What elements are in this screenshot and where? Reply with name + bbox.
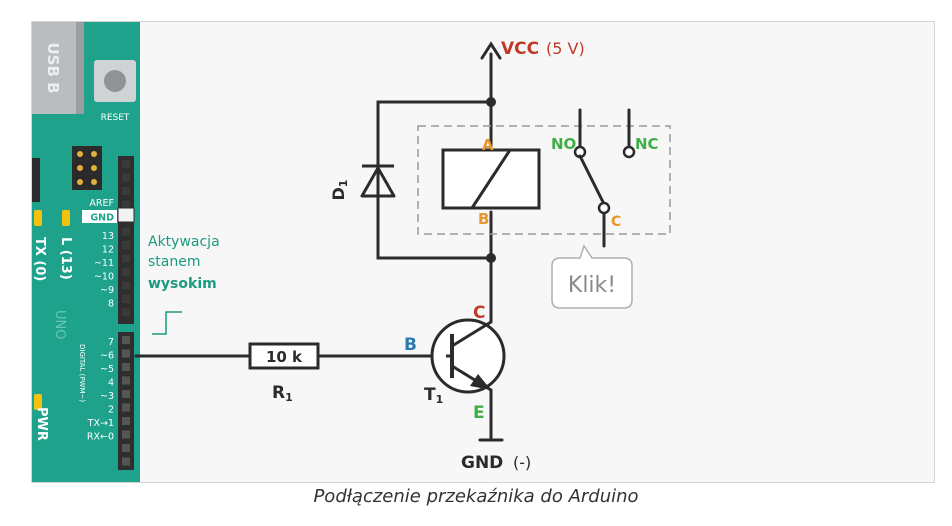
collector-label: C	[473, 303, 485, 323]
pin-label: ~9	[100, 285, 114, 296]
pin-label: 7	[108, 337, 114, 348]
relay-outline	[417, 125, 671, 235]
pin-label: 8	[108, 299, 114, 310]
board-edge-component	[32, 158, 40, 202]
gnd-pin-highlight	[117, 207, 135, 223]
header-pin	[122, 417, 130, 425]
resistor-label: R1	[272, 383, 293, 404]
vcc-arrow-icon	[480, 41, 502, 60]
diode-label: D1	[329, 180, 350, 201]
junction-bottom	[486, 253, 496, 263]
led-l	[62, 210, 70, 226]
annotation-line2: stanem	[148, 254, 201, 270]
pin-label: 2	[108, 405, 114, 416]
pin-label: TX→1	[87, 418, 114, 429]
led-tx	[34, 210, 42, 226]
nc-contact-icon	[622, 145, 636, 159]
pin-label: 4	[108, 378, 114, 389]
header-pin	[122, 376, 130, 385]
transistor-label: T1	[424, 385, 443, 406]
arduino-board: USB B RESET TX (0) L (13) UNO PWR DIGITA…	[32, 22, 140, 482]
gnd-circuit-label: GND	[461, 453, 503, 473]
resistor-value: 10 k	[266, 348, 303, 366]
pin-labels-lower: 7 ~6 ~5 4 ~3 2TX→1RX←0	[87, 337, 114, 443]
usb-connector	[32, 22, 82, 114]
gnd-label-box	[82, 210, 117, 223]
high-level-signal-icon	[152, 311, 182, 335]
usb-label: USB B	[44, 42, 62, 93]
header-pin	[122, 430, 130, 439]
diode-d1	[360, 164, 396, 198]
com-contact-icon	[597, 201, 611, 215]
tx-label: TX (0)	[32, 237, 47, 281]
pin-label: ~5	[100, 364, 114, 375]
header-pin	[122, 227, 130, 236]
wire-diode-loop	[376, 100, 493, 260]
header-pin	[122, 349, 130, 358]
header-pin	[122, 241, 130, 249]
uno-label: UNO	[52, 310, 67, 339]
header-pin	[122, 390, 130, 398]
pin-label: RX←0	[87, 432, 114, 443]
relay-coil-slash	[470, 149, 512, 209]
header-pin	[122, 403, 130, 412]
icsp-header	[72, 146, 102, 190]
annotation-line3: wysokim	[148, 276, 217, 292]
coil-a-label: A	[482, 136, 494, 154]
gnd-sign-label: (-)	[513, 453, 531, 472]
emitter-label: E	[473, 403, 485, 423]
reset-button-cap	[104, 70, 126, 92]
header-pin	[122, 336, 130, 344]
annotation-line1: Aktywacja	[148, 234, 220, 250]
header-lower-pins	[122, 336, 130, 466]
klik-text: Klik!	[568, 273, 616, 298]
figure-caption: Podłączenie przekaźnika do Arduino	[313, 486, 639, 507]
digital-label: DIGITAL (PWM~)	[78, 344, 86, 402]
reset-label: RESET	[101, 113, 130, 123]
base-label: B	[404, 335, 417, 355]
pin-label: 13	[102, 231, 114, 242]
header-pin	[122, 200, 130, 209]
pin-labels-upper: 13 12 ~11 ~10 ~9 8	[94, 231, 114, 310]
header-pin	[122, 281, 130, 290]
header-pin	[122, 187, 130, 195]
header-pin	[122, 160, 130, 168]
coil-b-label: B	[478, 210, 489, 228]
header-pin	[122, 254, 130, 263]
switch-arm	[578, 154, 606, 206]
header-pin	[122, 268, 130, 276]
diagram-frame: USB B RESET TX (0) L (13) UNO PWR DIGITA…	[31, 21, 935, 483]
pin-label: ~3	[100, 391, 114, 402]
resistor-r1	[248, 342, 320, 370]
klik-bubble	[551, 244, 633, 309]
nc-label: NC	[635, 135, 659, 153]
led-pwr	[34, 394, 42, 410]
pin-label: ~11	[94, 258, 114, 269]
vcc-label: VCC	[501, 39, 539, 59]
usb-connector-edge	[76, 22, 84, 114]
header-pin	[122, 363, 130, 371]
header-pin	[122, 295, 130, 303]
com-label: C	[611, 214, 621, 230]
pin-label: ~6	[100, 351, 114, 362]
header-pin	[122, 308, 130, 317]
pin-label: ~10	[94, 272, 114, 283]
header-pin	[122, 444, 130, 452]
header-pin	[122, 173, 130, 182]
transistor-t1	[430, 318, 506, 394]
header-upper-pins	[122, 160, 130, 317]
pwr-label: PWR	[34, 407, 49, 441]
vcc-value-label: (5 V)	[546, 39, 585, 58]
aref-label: AREF	[89, 198, 114, 209]
pin-label: 12	[102, 245, 114, 256]
no-label: NO	[551, 135, 576, 153]
circuit-diagram: USB B RESET TX (0) L (13) UNO PWR DIGITA…	[32, 22, 671, 482]
header-pin	[122, 457, 130, 466]
gnd-label: GND	[90, 213, 114, 224]
led-l-label: L (13)	[58, 237, 73, 280]
